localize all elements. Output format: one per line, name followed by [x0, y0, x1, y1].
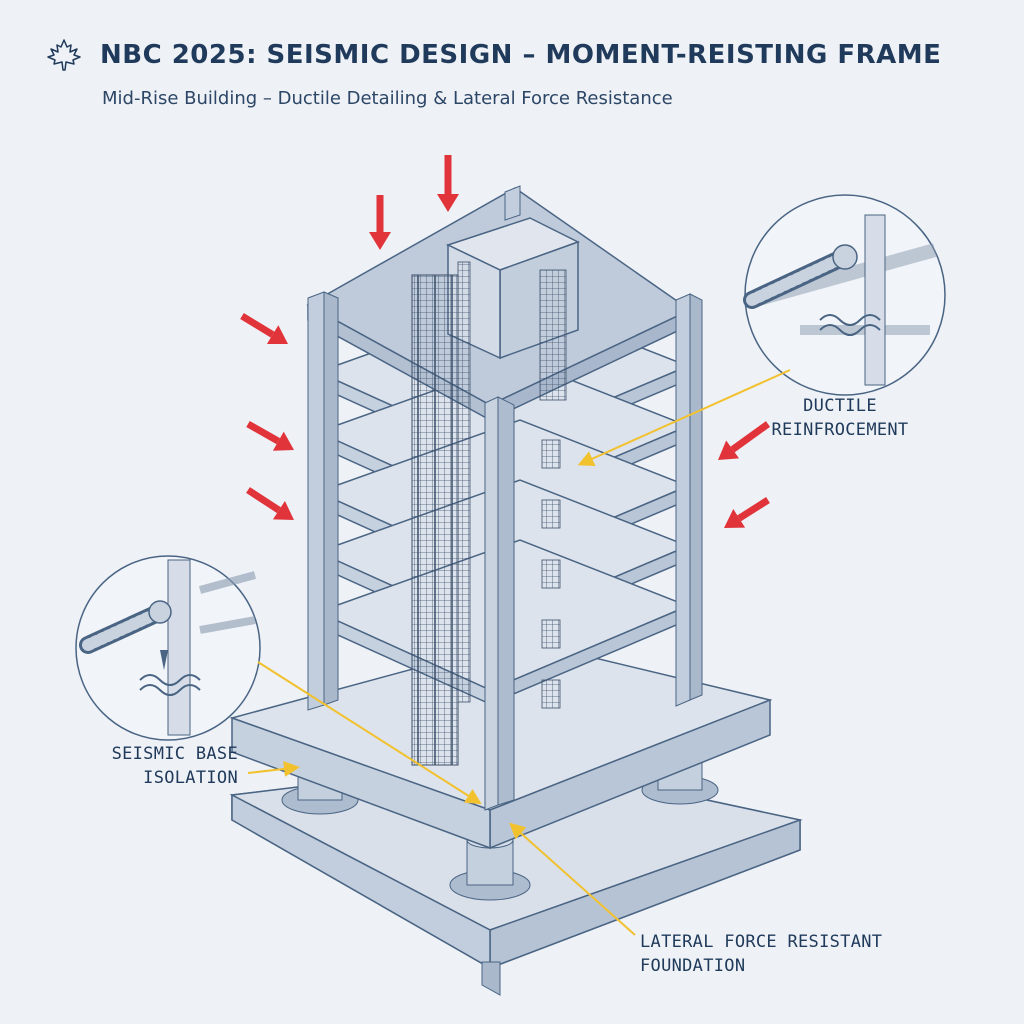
column-front — [484, 396, 515, 811]
column-back — [504, 185, 521, 221]
foundation-mat — [229, 759, 803, 996]
maple-leaf-icon — [47, 39, 81, 71]
column-right — [675, 293, 703, 707]
detail-circle-ductile — [743, 194, 946, 396]
callout-seismic-base-isolation: SEISMIC BASE ISOLATION — [88, 742, 238, 790]
detail-circle-seismic — [75, 555, 261, 741]
leader-detail-left — [257, 661, 482, 805]
leader-lines — [247, 369, 791, 936]
force-arrow-6 — [718, 421, 771, 460]
leader-seismic — [247, 760, 300, 777]
page-subtitle: Mid-Rise Building – Ductile Detailing & … — [102, 88, 673, 109]
callout-lateral-force-foundation: LATERAL FORCE RESISTANT FOUNDATION — [640, 930, 882, 978]
force-arrow-4 — [246, 420, 294, 451]
force-arrow-5 — [246, 487, 294, 520]
leader-ductile — [577, 369, 791, 467]
column-left — [307, 291, 339, 711]
callout-seismic-line2: ISOLATION — [143, 768, 238, 788]
callout-lateral-line1: LATERAL FORCE RESISTANT — [640, 932, 883, 952]
columns — [307, 185, 703, 811]
header: NBC 2025: SEISMIC DESIGN – MOMENT-REISTI… — [44, 38, 941, 72]
leader-lateral — [509, 822, 636, 936]
page-title: NBC 2025: SEISMIC DESIGN – MOMENT-REISTI… — [100, 40, 942, 70]
rebar-cage-upper — [457, 261, 567, 709]
callout-ductile-line2: REINFROCEMENT — [771, 420, 909, 440]
force-arrow-2 — [369, 195, 391, 250]
force-arrow-3 — [240, 313, 288, 345]
force-arrows — [240, 155, 771, 528]
callout-lateral-line2: FOUNDATION — [640, 956, 746, 976]
callout-ductile-line1: DUCTILE — [803, 396, 877, 416]
force-arrow-7 — [724, 497, 770, 528]
callout-ductile-reinforcement: DUCTILE REINFROCEMENT — [760, 394, 920, 442]
force-arrow-1 — [437, 155, 459, 212]
callout-seismic-line1: SEISMIC BASE — [111, 744, 238, 764]
rebar-cage-main — [411, 274, 459, 766]
